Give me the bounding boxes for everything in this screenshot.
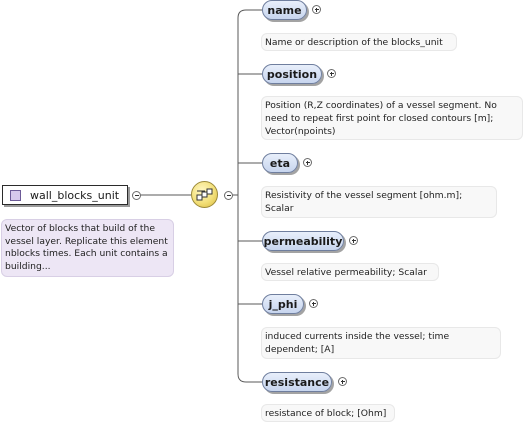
element-permeability-documentation: Vessel relative permeability; Scalar — [261, 263, 439, 281]
element-position-label: position — [266, 67, 318, 81]
element-permeability-label: permeability — [263, 234, 343, 248]
expand-eta-button[interactable] — [303, 158, 312, 167]
element-j-phi-label: j_phi — [268, 297, 298, 311]
element-permeability[interactable]: permeability — [262, 231, 344, 251]
sequence-icon — [196, 188, 213, 201]
root-documentation: Vector of blocks that build of the vesse… — [1, 219, 174, 277]
element-j-phi-documentation: induced currents inside the vessel; time… — [261, 327, 501, 359]
collapse-sequence-button[interactable] — [224, 191, 233, 200]
element-position-documentation: Position (R,Z coordinates) of a vessel s… — [261, 96, 523, 140]
expand-position-button[interactable] — [327, 69, 336, 78]
collapse-root-button[interactable] — [132, 191, 141, 200]
expand-resistance-button[interactable] — [338, 377, 347, 386]
element-resistance[interactable]: resistance — [262, 372, 332, 392]
expand-j-phi-button[interactable] — [309, 299, 318, 308]
element-name[interactable]: name — [262, 0, 307, 20]
element-eta-label: eta — [269, 156, 291, 170]
root-element-label: wall_blocks_unit — [30, 188, 120, 202]
element-eta[interactable]: eta — [262, 153, 298, 173]
expand-permeability-button[interactable] — [349, 236, 358, 245]
element-j-phi[interactable]: j_phi — [262, 294, 304, 314]
element-eta-documentation: Resistivity of the vessel segment [ohm.m… — [261, 186, 497, 218]
complex-type-icon — [10, 189, 21, 201]
sequence-compositor[interactable] — [191, 181, 218, 208]
root-element-wall-blocks-unit[interactable]: wall_blocks_unit — [2, 185, 128, 205]
element-resistance-label: resistance — [264, 375, 330, 389]
element-resistance-documentation: resistance of block; [Ohm] — [261, 404, 395, 422]
element-name-documentation: Name or description of the blocks_unit — [261, 33, 457, 51]
expand-name-button[interactable] — [312, 5, 321, 14]
element-name-label: name — [267, 3, 302, 17]
element-position[interactable]: position — [262, 64, 322, 84]
